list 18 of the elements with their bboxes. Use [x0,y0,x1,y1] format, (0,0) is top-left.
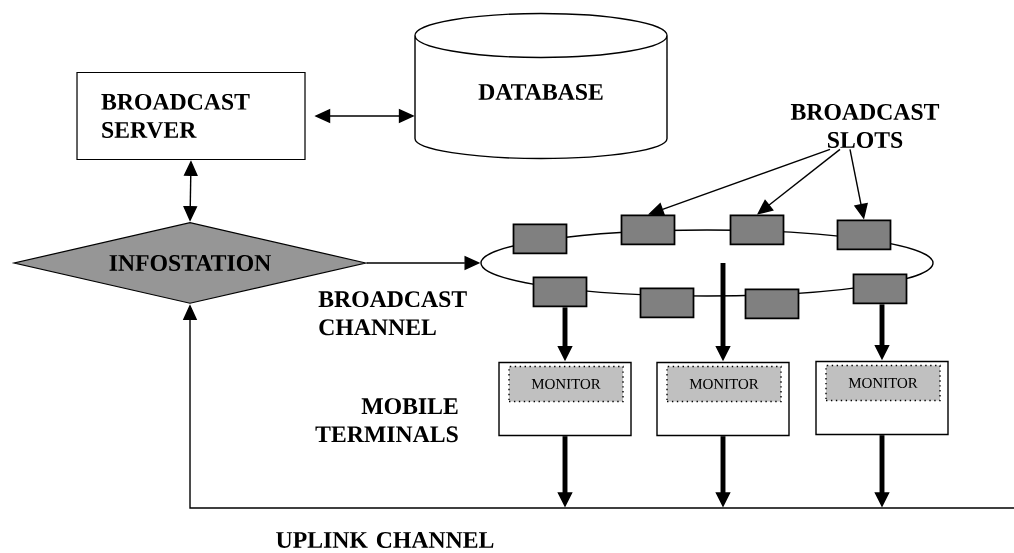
slot-box [744,288,800,320]
arrow [648,148,831,217]
server-box: BROADCAST SERVER [76,71,306,161]
arrow [757,148,841,215]
monitor-box: MONITOR [825,364,941,402]
text-label: MOBILE TERMINALS [315,398,458,443]
slot-box [639,287,695,319]
slot-box [729,214,785,246]
database-cylinder: DATABASE [414,12,668,160]
slot-box [532,276,588,308]
slot-box [836,219,892,251]
monitor-box: MONITOR [666,365,782,403]
slot-box [852,273,908,305]
monitor-box: MONITOR [508,365,624,403]
slot-box [620,214,676,246]
slots-label: BROADCAST SLOTS [790,103,940,148]
text-label: UPLINK CHANNEL [276,532,494,548]
slot-box [512,223,568,255]
